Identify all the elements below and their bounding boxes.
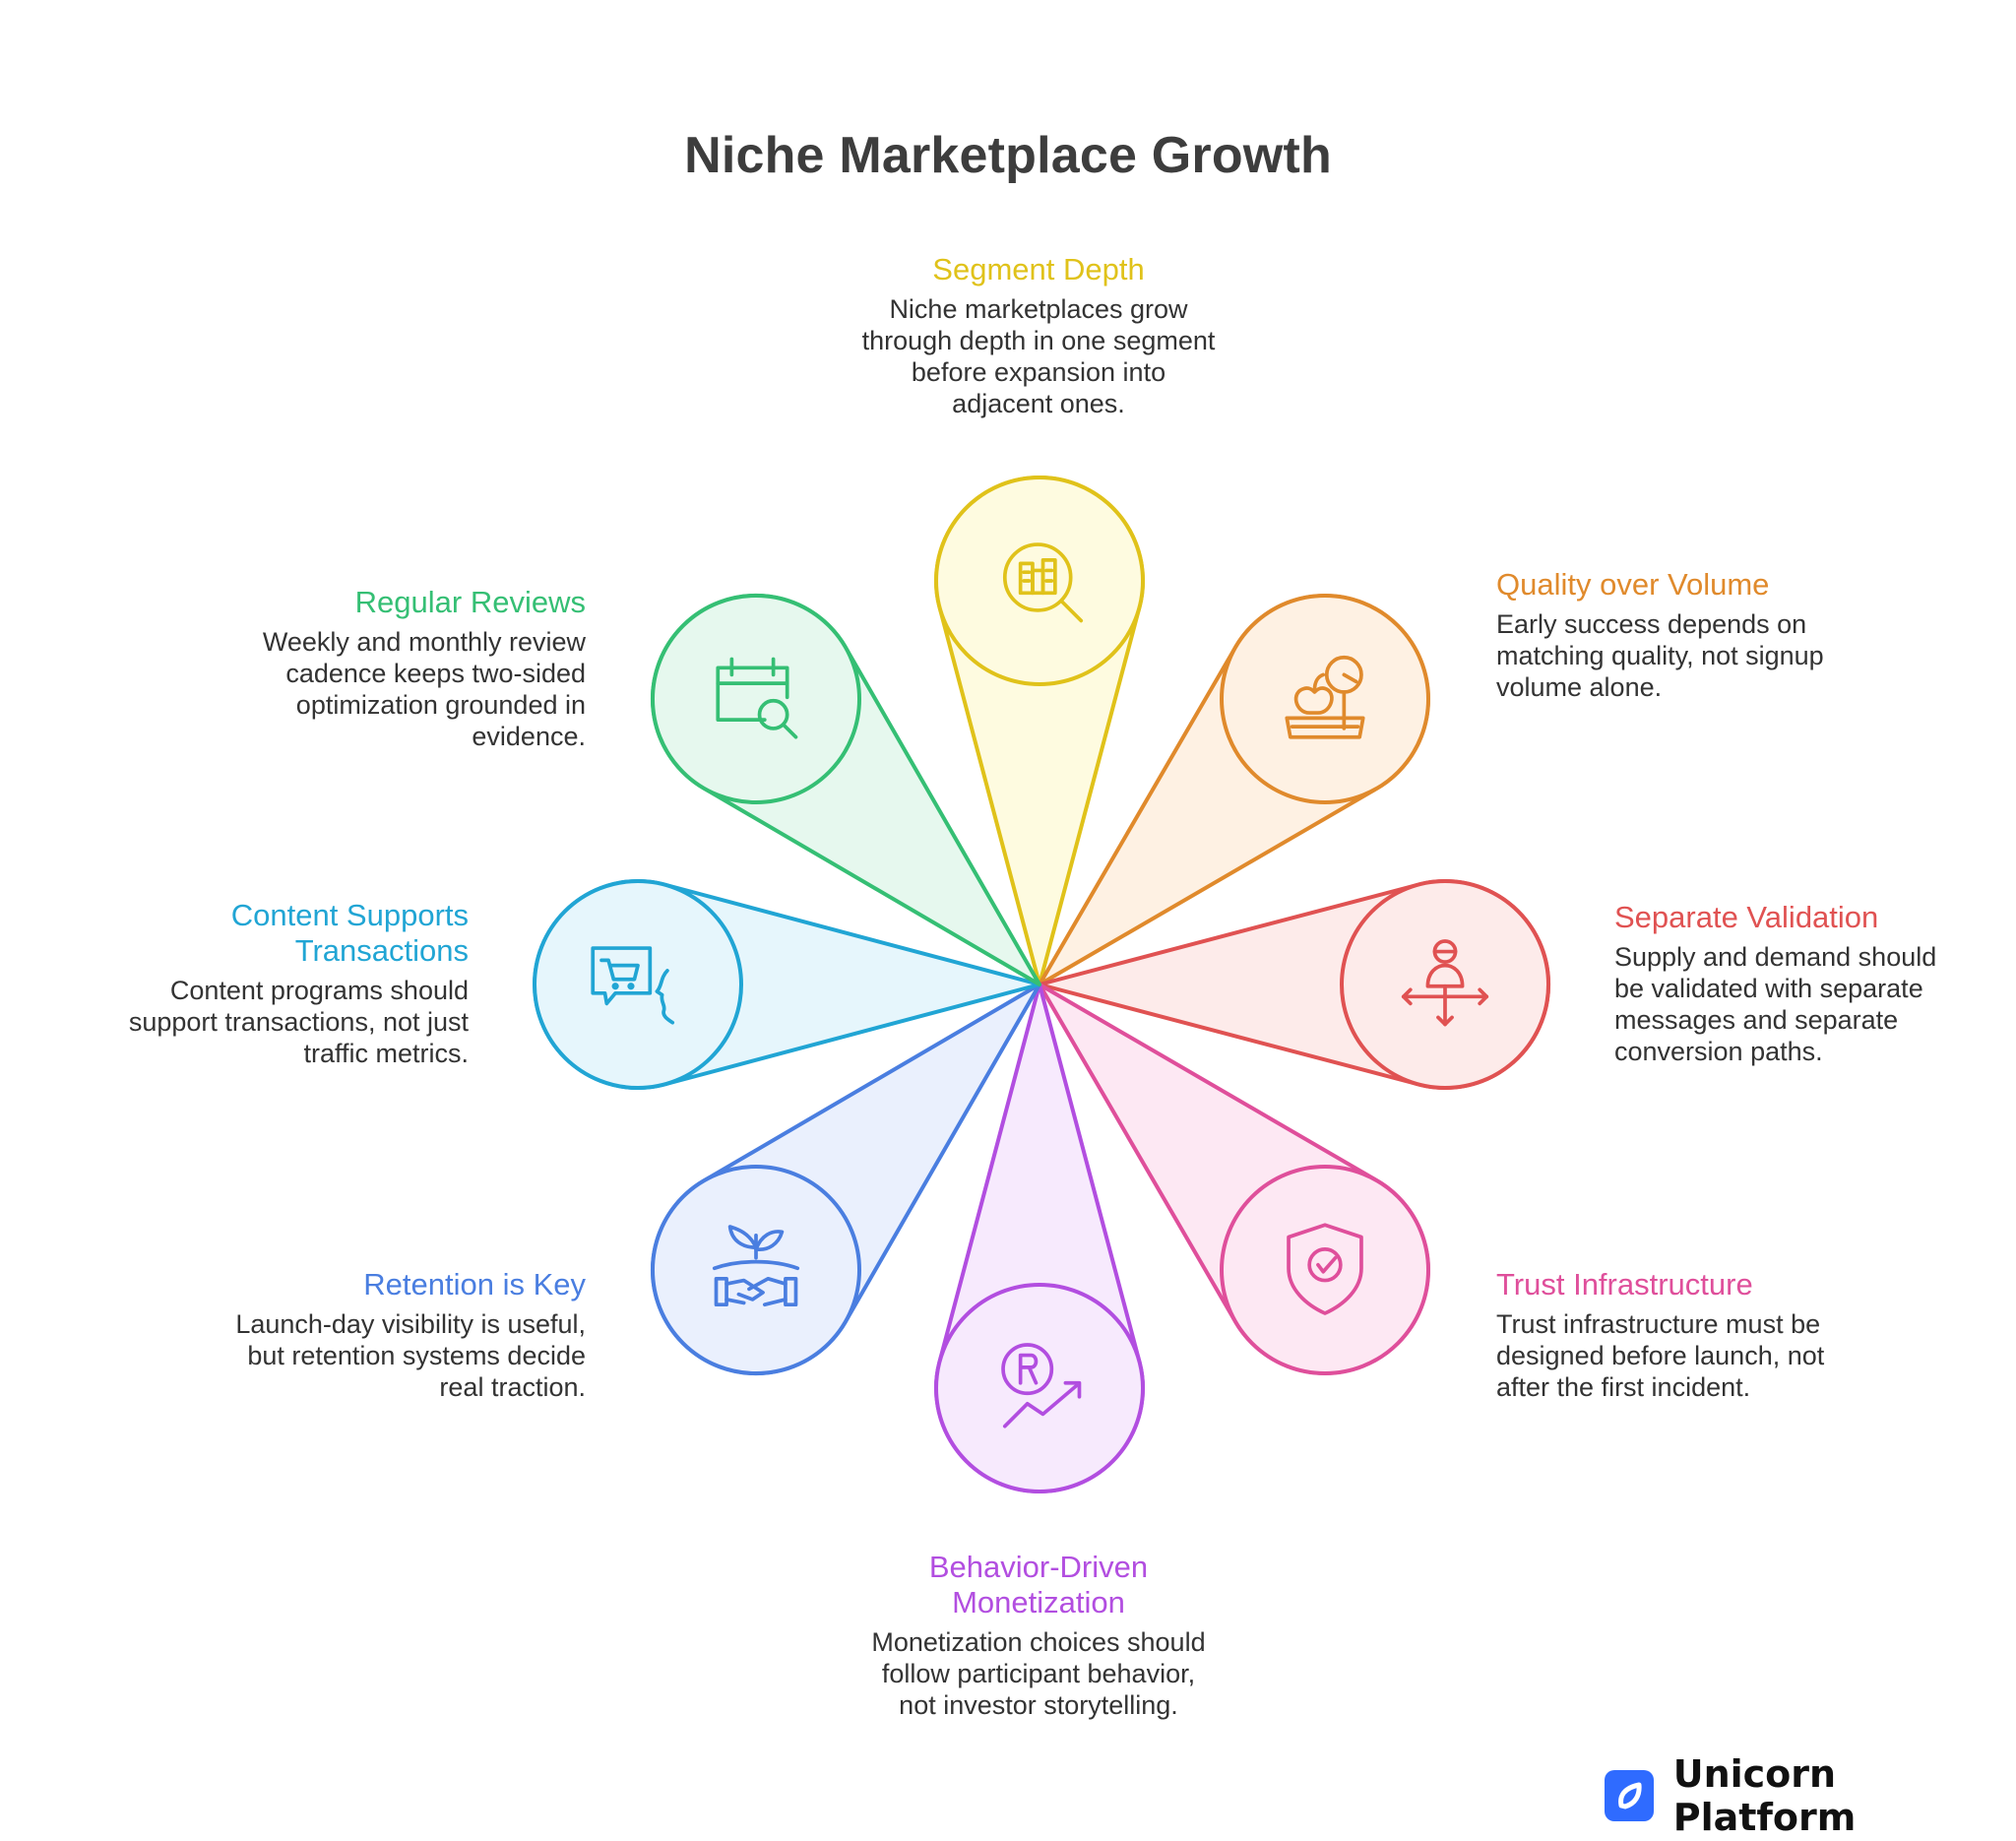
buildings-magnifier-icon — [1002, 542, 1084, 623]
petal-separate-validation — [1038, 879, 1550, 1090]
brand-name: Unicorn Platform — [1672, 1752, 1857, 1839]
petal-regular-reviews — [650, 593, 1041, 986]
label-title: Quality over Volume — [1496, 567, 1770, 602]
cart-speech-face-icon — [591, 946, 675, 1025]
petal-circle — [1220, 594, 1430, 804]
petal-circle — [934, 476, 1145, 686]
petals-layer — [533, 476, 1550, 1493]
handshake-plant-icon — [712, 1225, 800, 1307]
label-title: Regular Reviews — [354, 585, 586, 619]
brand-logo: Unicorn Platform — [1605, 1752, 2016, 1839]
petal-trust-infrastructure — [1038, 983, 1430, 1375]
label-title: Trust Infrastructure — [1496, 1267, 1753, 1301]
petal-circle — [651, 1165, 861, 1375]
petal-segment-depth — [934, 476, 1145, 986]
petal-content-supports-transactions — [533, 879, 1041, 1090]
petal-behavior-driven-monetization — [934, 983, 1145, 1493]
petal-circle — [533, 879, 743, 1090]
calendar-search-icon — [716, 657, 798, 739]
label-title: Segment Depth — [932, 252, 1145, 286]
petal-circle — [651, 594, 861, 804]
scale-apple-icon — [1285, 655, 1365, 739]
petal-retention-is-key — [650, 983, 1041, 1376]
label-description: Launch-day visibility is useful,but rete… — [235, 1309, 586, 1402]
label-title: Retention is Key — [363, 1267, 586, 1301]
diagram-title: Niche Marketplace Growth — [684, 127, 1332, 184]
shield-check-icon — [1287, 1223, 1363, 1315]
currency-growth-icon — [1001, 1343, 1082, 1428]
person-arrows-icon — [1401, 939, 1489, 1027]
label-title: Separate Validation — [1614, 900, 1879, 934]
petal-quality-over-volume — [1038, 594, 1430, 986]
unicorn-platform-logo-icon — [1605, 1770, 1654, 1821]
